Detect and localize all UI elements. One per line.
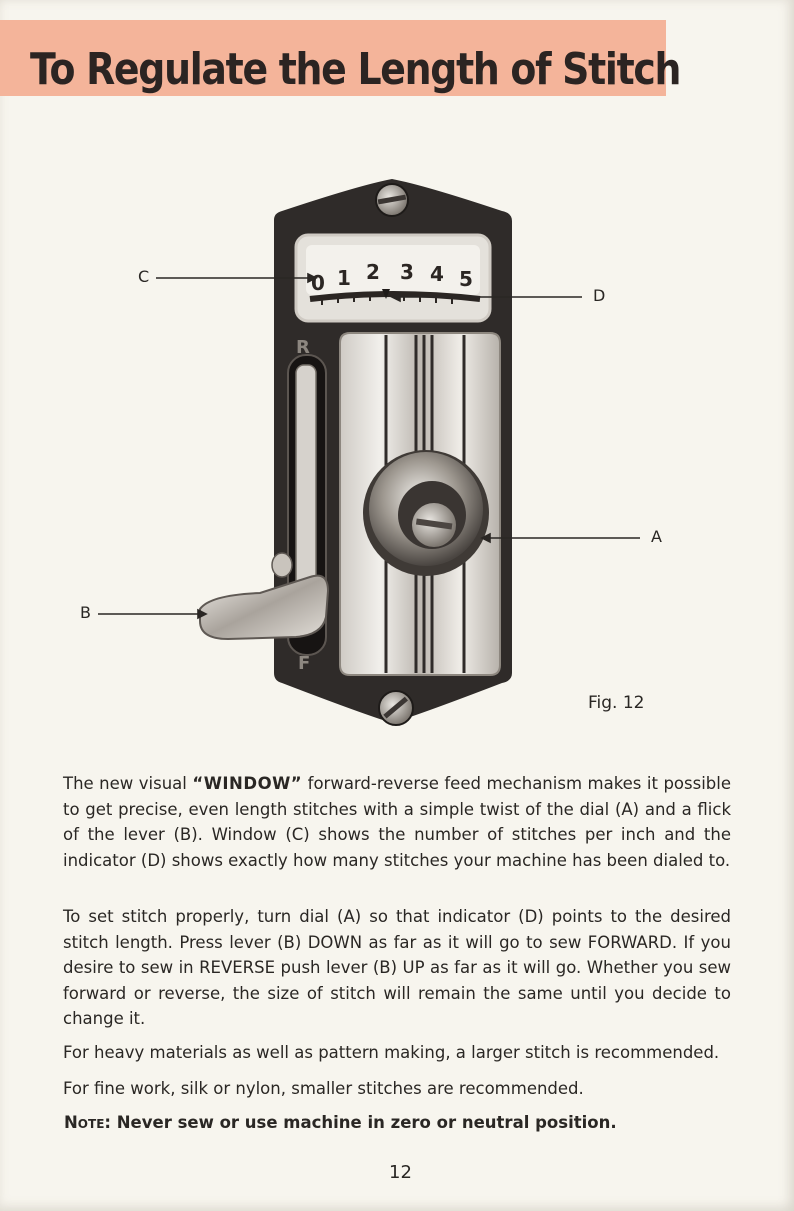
stitch-regulator-illustration: 0 1 2 3 4 5 [98, 179, 640, 726]
paragraph-heavy-materials: For heavy materials as well as pattern m… [63, 1043, 720, 1062]
indicator-pointer [382, 289, 390, 299]
dial-number: 1 [337, 266, 351, 290]
dial-scale: 0 1 2 3 4 5 [311, 260, 473, 295]
note-label: Note: [64, 1113, 111, 1132]
callout-a-label: A [651, 527, 662, 546]
reverse-mark: R [296, 337, 310, 358]
forward-mark: F [298, 653, 310, 674]
bottom-screw-icon [378, 690, 414, 726]
dial-number: 4 [430, 262, 444, 286]
dial-number: 2 [366, 260, 380, 284]
stitch-dial-knob-icon [363, 450, 489, 576]
callout-d-label: D [593, 286, 606, 305]
top-screw-icon [375, 183, 409, 217]
dial-number: 0 [311, 271, 325, 295]
callout-c-label: C [138, 267, 150, 286]
stitch-lever-icon [199, 364, 330, 641]
note: Note: Never sew or use machine in zero o… [64, 1113, 617, 1132]
callout-b-label: B [80, 603, 91, 622]
page-title: To Regulate the Length of Stitch [30, 44, 682, 95]
paragraph-text: forward-reverse feed mechanism makes it … [63, 774, 732, 870]
figure-caption: Fig. 12 [588, 693, 645, 713]
paragraph-set-stitch: To set stitch properly, turn dial (A) so… [63, 907, 731, 1028]
dial-number: 5 [459, 267, 473, 291]
title-band: To Regulate the Length of Stitch [0, 20, 682, 96]
dial-number: 3 [400, 260, 414, 284]
paragraph-fine-work: For fine work, silk or nylon, smaller st… [63, 1079, 584, 1098]
window-emphasis: “WINDOW” [192, 774, 303, 793]
paragraph-text: The new visual [63, 774, 193, 793]
note-text: Never sew or use machine in zero or neut… [111, 1113, 617, 1132]
stitch-regulator-figure: 0 1 2 3 4 5 [60, 165, 740, 745]
page-number: 12 [389, 1162, 412, 1183]
callout-lines [98, 272, 640, 620]
paragraph-window-description: The new visual “WINDOW” forward-reverse … [63, 771, 731, 873]
